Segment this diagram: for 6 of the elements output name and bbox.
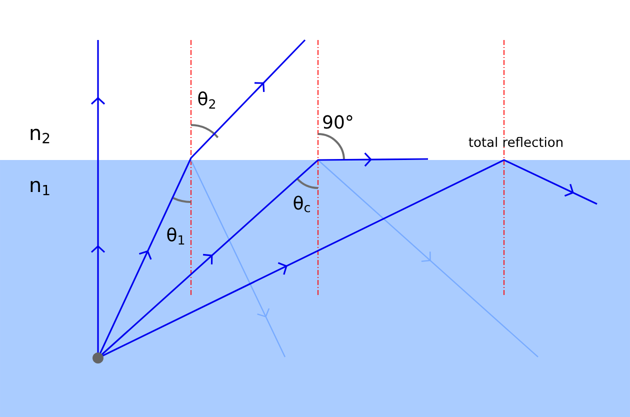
- angle-label: 90°: [323, 115, 352, 129]
- region-label: n$_{1}$: [30, 180, 50, 196]
- angle-label: θ$_{c}$: [294, 196, 310, 212]
- angle-label: θ$_{2}$: [198, 91, 215, 109]
- angle-label: θ$_{1}$: [167, 227, 184, 245]
- region-label: n$_{2}$: [30, 128, 50, 144]
